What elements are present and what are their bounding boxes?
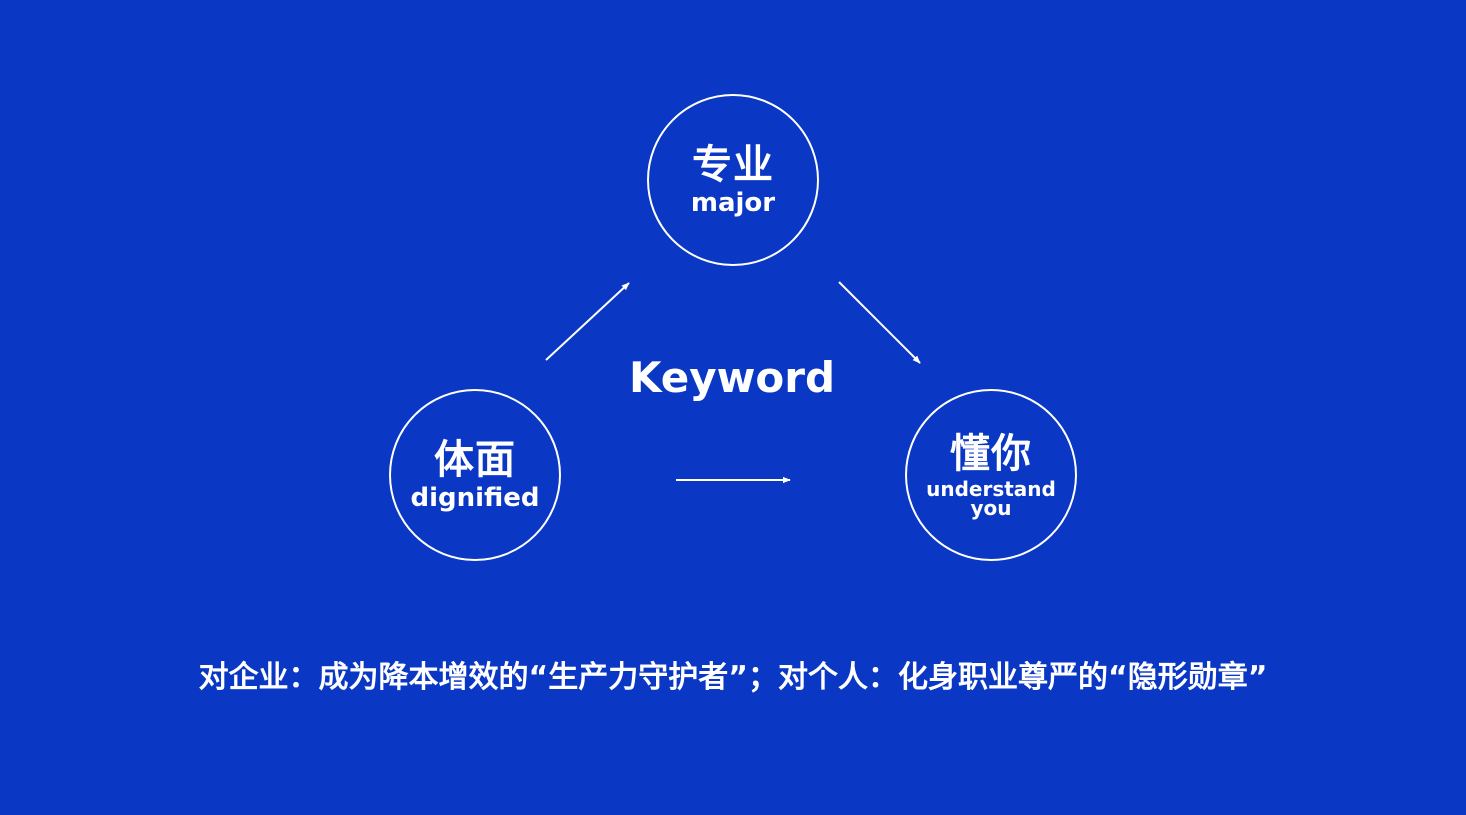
node-major: 专业 major (647, 94, 819, 266)
arrow-dignified-to-major (545, 282, 630, 361)
center-keyword-label: Keyword (628, 353, 836, 402)
node-major-zh: 专业 (692, 142, 774, 188)
node-understand-you: 懂你 understand you (905, 389, 1077, 561)
node-understand-en: understand you (926, 477, 1056, 520)
node-dignified-en: dignified (410, 483, 540, 513)
node-dignified-zh: 体面 (434, 437, 516, 483)
node-dignified: 体面 dignified (389, 389, 561, 561)
caption-text: 对企业：成为降本增效的“生产力守护者”；对个人：化身职业尊严的“隐形勋章” (198, 660, 1268, 695)
node-major-en: major (690, 188, 776, 218)
node-understand-zh: 懂你 (950, 431, 1032, 477)
arrow-major-to-understand (838, 281, 921, 364)
